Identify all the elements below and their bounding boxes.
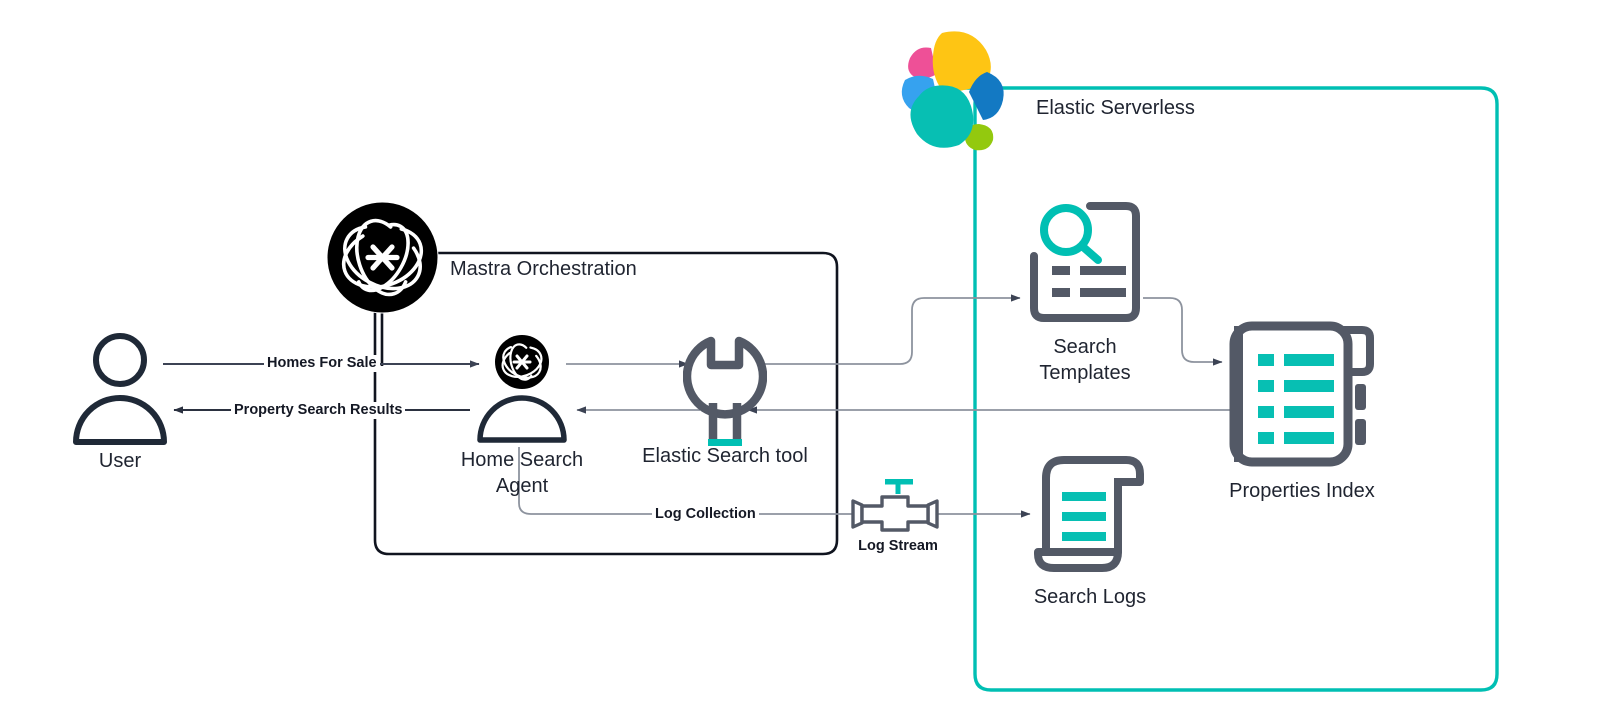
mastra-orchestration-label: Mastra Orchestration xyxy=(444,256,643,282)
edge-label-property-search-results: Property Search Results xyxy=(231,402,406,419)
log-stream-label: Log Stream xyxy=(845,538,951,555)
index-notebook-icon xyxy=(1226,318,1376,470)
mastra-orchestration-container xyxy=(373,251,839,556)
agent-mastra-icon xyxy=(476,334,568,446)
search-document-icon xyxy=(1022,198,1148,328)
pipe-valve-icon xyxy=(849,477,941,537)
edge-tool-to-search-templates xyxy=(761,294,1021,365)
mastra-logo-icon xyxy=(325,200,440,315)
edge-label-homes-for-sale: Homes For Sale xyxy=(264,355,380,372)
elastic-serverless-label: Elastic Serverless xyxy=(1030,95,1201,121)
scroll-icon xyxy=(1026,448,1154,578)
edge-label-log-collection: Log Collection xyxy=(652,506,759,523)
elastic-cluster-logo-icon xyxy=(889,28,1011,152)
edge-search-templates-to-properties-index xyxy=(1143,297,1223,366)
user-icon xyxy=(70,332,170,447)
edge-agent-to-log-stream xyxy=(518,447,852,515)
wrench-icon xyxy=(682,333,768,449)
